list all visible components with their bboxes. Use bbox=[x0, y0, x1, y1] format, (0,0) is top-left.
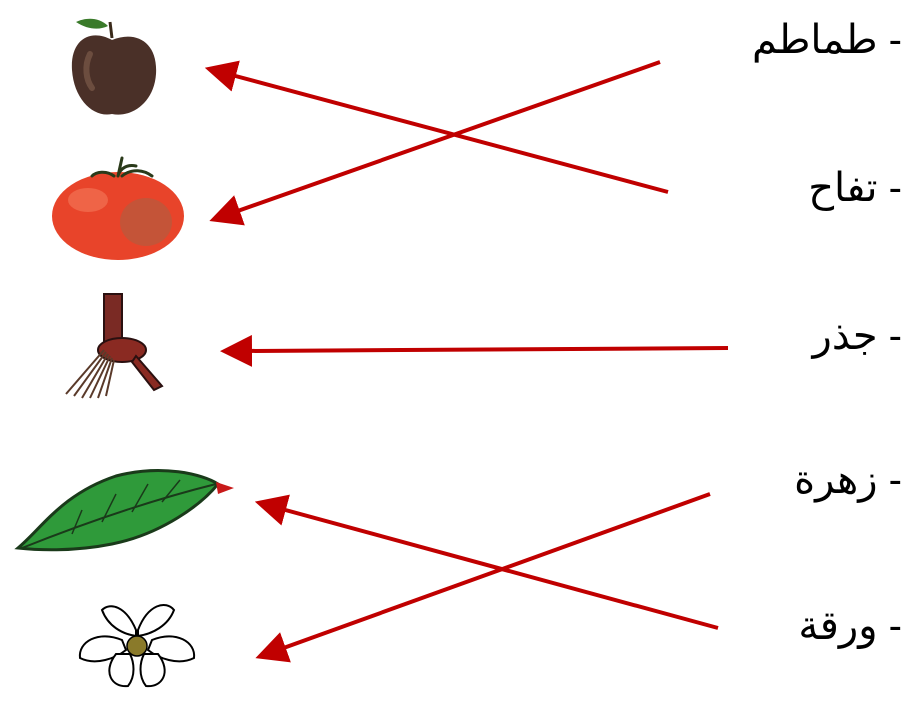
word-tomato: - طماطم bbox=[751, 18, 902, 62]
flower-icon bbox=[78, 604, 196, 688]
root-icon bbox=[65, 293, 164, 399]
arrow-flower-word-to-flower bbox=[255, 492, 711, 663]
word-flower: - زهرة bbox=[794, 458, 902, 502]
word-apple: - تفاح bbox=[808, 166, 902, 210]
arrow-root-word-to-root bbox=[220, 334, 729, 367]
arrow-apple-word-to-apple bbox=[204, 60, 669, 194]
tomato-icon bbox=[52, 156, 184, 260]
apple-icon bbox=[71, 18, 157, 115]
leaf-icon bbox=[14, 469, 234, 552]
arrow-tomato-word-to-tomato bbox=[209, 60, 661, 226]
word-root: - جذر bbox=[812, 314, 902, 358]
arrow-leaf-word-to-leaf bbox=[254, 494, 719, 630]
word-leaf: - ورقة bbox=[798, 604, 902, 648]
